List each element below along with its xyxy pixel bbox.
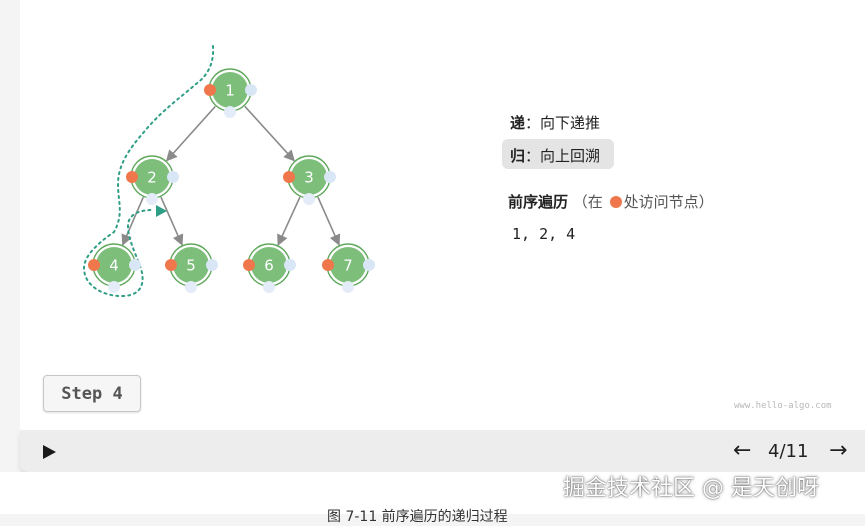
slide-card — [20, 0, 865, 430]
tree-node-4: 4 — [88, 243, 141, 293]
edge-2-4 — [121, 196, 145, 246]
arrow-right-icon[interactable]: → — [829, 438, 848, 463]
site-url: www.hello-algo.com — [734, 401, 832, 411]
edge-3-7 — [317, 196, 341, 246]
pre-order-dot — [165, 259, 177, 271]
post-order-dot — [324, 171, 336, 183]
page-below — [0, 472, 865, 514]
traversal-path — [82, 45, 215, 298]
tree-node-5: 5 — [165, 243, 218, 293]
pre-order-dot — [283, 171, 295, 183]
tree-node-label: 5 — [186, 257, 196, 275]
legend-down-label: 递 — [510, 114, 526, 132]
tree-node-2: 2 — [126, 155, 179, 205]
traversal-arrow-head — [156, 205, 167, 217]
legend-down: 递：向下递推 — [510, 112, 600, 133]
tree-node-6: 6 — [243, 243, 296, 293]
in-order-dot — [342, 281, 354, 293]
figure-caption: 图 7-11 前序遍历的递归过程 — [327, 509, 508, 525]
play-icon[interactable] — [40, 443, 58, 461]
tree-node-label: 1 — [225, 82, 235, 100]
tree-node-label: 2 — [147, 169, 157, 187]
legend-up-highlight — [502, 139, 614, 169]
in-order-dot — [224, 106, 236, 118]
post-order-dot — [206, 259, 218, 271]
pre-order-dot — [243, 259, 255, 271]
step-button[interactable]: Step 4 — [43, 375, 141, 412]
post-order-dot — [363, 259, 375, 271]
tree-node-label: 3 — [304, 169, 314, 187]
player-bar — [20, 430, 865, 472]
post-order-dot — [245, 84, 257, 96]
tree-node-label: 6 — [264, 257, 274, 275]
in-order-dot — [146, 193, 158, 205]
visit-dot-icon — [609, 196, 622, 208]
page-indicator: 4/11 — [768, 441, 809, 462]
traversal-heading: 前序遍历 （在 处访问节点） — [508, 191, 714, 212]
pre-order-dot — [322, 259, 334, 271]
edge-2-5 — [160, 196, 184, 246]
in-order-dot — [303, 193, 315, 205]
arrow-left-icon[interactable]: ← — [733, 438, 752, 463]
post-order-dot — [167, 171, 179, 183]
traversal-sequence: 1, 2, 4 — [512, 225, 576, 243]
edge-1-2 — [165, 105, 216, 162]
binary-tree-diagram: 1 2 3 4 5 6 7 — [82, 45, 375, 298]
legend-up-label: 归 — [510, 147, 526, 165]
watermark: 掘金技术社区 @ 是天创呀 — [563, 476, 819, 501]
traversal-note-suffix: 处访问节点） — [623, 193, 714, 211]
pre-order-dot — [204, 84, 216, 96]
tree-node-label: 7 — [343, 257, 353, 275]
pre-order-dot — [126, 171, 138, 183]
pre-order-dot — [88, 259, 100, 271]
traversal-title: 前序遍历 — [508, 193, 569, 211]
edge-1-3 — [244, 105, 295, 162]
in-order-dot — [263, 281, 275, 293]
post-order-dot — [284, 259, 296, 271]
tree-node-3: 3 — [283, 155, 336, 205]
in-order-dot — [108, 281, 120, 293]
tree-node-1: 1 — [204, 68, 257, 118]
edge-3-6 — [277, 196, 301, 246]
legend-up-text: ：向上回溯 — [525, 147, 601, 165]
legend-up: 归：向上回溯 — [510, 145, 600, 166]
in-order-dot — [185, 281, 197, 293]
legend-down-text: ：向下递推 — [525, 114, 601, 132]
traversal-note-prefix: （在 — [572, 193, 603, 211]
post-order-dot — [129, 259, 141, 271]
tree-node-label: 4 — [109, 257, 119, 275]
tree-node-7: 7 — [322, 243, 375, 293]
